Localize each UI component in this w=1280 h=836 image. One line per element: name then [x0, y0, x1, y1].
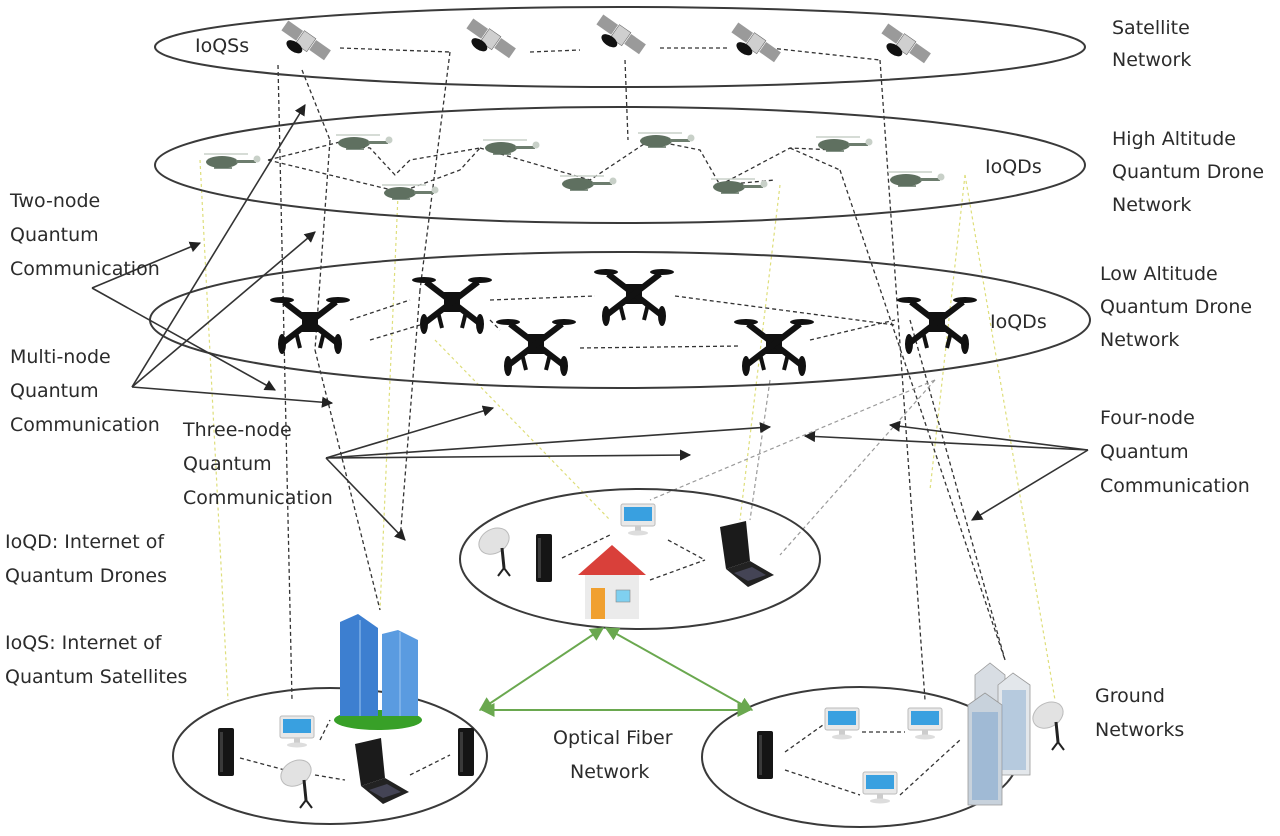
server-icon	[458, 728, 474, 776]
quadcopter-drone-icon	[897, 297, 977, 354]
four-node-label-line1: Four-node	[1100, 407, 1195, 429]
four-node-label-line2: Quantum	[1100, 441, 1189, 463]
high-altitude-label-line1: High Altitude	[1112, 128, 1236, 150]
satellite-icon	[730, 22, 782, 63]
right-network-links	[784, 719, 961, 796]
ground-networks-label-line1: Ground	[1095, 685, 1165, 707]
optical-fiber-label-line2: Network	[570, 761, 649, 783]
desktop-computer-icon	[279, 715, 315, 748]
satellite-links	[339, 47, 881, 61]
four-node-arrows	[803, 420, 1089, 521]
quadcopter-drone-icon	[594, 269, 674, 326]
tower-buildings-icon	[967, 662, 1031, 806]
two-node-arrows	[91, 241, 276, 391]
desktop-computer-icon	[907, 707, 943, 740]
low-altitude-label-line2: Quantum Drone	[1100, 296, 1252, 318]
left-network-links	[239, 719, 451, 781]
multi-node-label-line1: Multi-node	[10, 346, 111, 368]
multi-node-arrows	[131, 104, 334, 408]
satellite-dish-icon	[274, 753, 318, 810]
server-icon	[536, 534, 552, 582]
three-node-label-line3: Communication	[183, 487, 333, 509]
desktop-computer-icon	[862, 771, 898, 804]
home-network-links	[561, 534, 706, 581]
four-node-label-line3: Communication	[1100, 475, 1250, 497]
ground-networks-label-line2: Networks	[1095, 719, 1184, 741]
three-node-arrows	[325, 405, 772, 541]
satellite-network-ellipse	[154, 6, 1086, 88]
quadcopter-drone-icon	[496, 319, 576, 376]
server-icon	[218, 728, 234, 776]
low-altitude-label-line1: Low Altitude	[1100, 263, 1218, 285]
helicopter-drone-icon	[710, 178, 769, 194]
two-node-label-line2: Quantum	[10, 224, 99, 246]
legend-ioqs-line1: IoQS: Internet of	[5, 632, 163, 654]
optical-fiber-label-line1: Optical Fiber	[553, 727, 673, 749]
helicopter-drone-icon	[203, 153, 262, 169]
satellite-dish-icon	[1026, 695, 1070, 752]
house-icon	[578, 545, 646, 619]
legend-ioqd-line2: Quantum Drones	[5, 565, 167, 587]
desktop-computer-icon	[824, 707, 860, 740]
helicopter-drone-icon	[335, 134, 394, 150]
low-altitude-label-line3: Network	[1100, 329, 1179, 351]
three-node-label-line1: Three-node	[182, 419, 292, 441]
quadcopter-drone-icon	[412, 277, 492, 334]
laptop-icon	[720, 521, 774, 587]
quadcopter-drone-icon	[734, 319, 814, 376]
low-altitude-ioqds-label: IoQDs	[990, 311, 1047, 333]
optical-fiber-links	[478, 627, 754, 717]
satellite-icon	[465, 18, 517, 59]
satellite-icon	[280, 20, 332, 61]
three-node-label-line2: Quantum	[183, 453, 272, 475]
laptop-icon	[355, 738, 409, 804]
ioqss-label: IoQSs	[195, 35, 249, 57]
high-altitude-network-ellipse	[154, 106, 1086, 224]
quadcopter-drone-icon	[270, 297, 350, 354]
satellite-network-label-line2: Network	[1112, 49, 1191, 71]
left-ground-network-ellipse	[172, 687, 488, 825]
satellite-icon	[595, 14, 647, 55]
high-altitude-ioqds-label: IoQDs	[985, 156, 1042, 178]
two-node-label-line3: Communication	[10, 258, 160, 280]
helicopter-drone-icon	[637, 132, 696, 148]
server-icon	[757, 731, 773, 779]
legend-ioqs-line2: Quantum Satellites	[5, 666, 187, 688]
multi-node-label-line2: Quantum	[10, 380, 99, 402]
helicopter-drone-icon	[887, 171, 946, 187]
helicopter-drone-icon	[559, 175, 618, 191]
satellite-network-label-line1: Satellite	[1112, 17, 1190, 39]
two-node-label-line1: Two-node	[9, 190, 100, 212]
low-altitude-links	[349, 295, 896, 349]
legend-ioqd-line1: IoQD: Internet of	[5, 531, 165, 553]
satellite-dish-icon	[472, 521, 516, 578]
high-altitude-label-line2: Quantum Drone	[1112, 161, 1264, 183]
multi-node-label-line3: Communication	[10, 414, 160, 436]
helicopter-drone-icon	[381, 184, 440, 200]
satellite-icon	[880, 23, 932, 64]
high-altitude-label-line3: Network	[1112, 194, 1191, 216]
helicopter-drone-icon	[482, 139, 541, 155]
helicopter-drone-icon	[815, 136, 874, 152]
desktop-computer-icon	[620, 503, 656, 536]
office-building-icon	[334, 614, 422, 730]
